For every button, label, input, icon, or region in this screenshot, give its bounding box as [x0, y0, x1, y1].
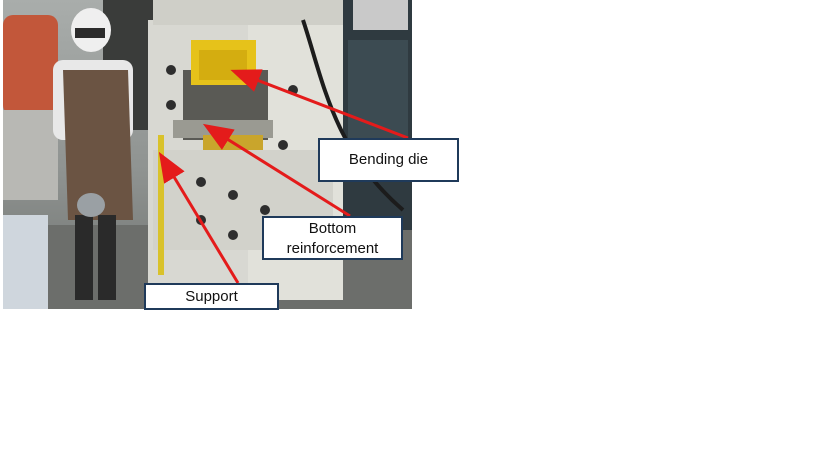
callout-bottom-line2: reinforcement: [286, 240, 379, 257]
callout-bottom-line1: Bottom: [308, 220, 357, 237]
callout-bending-die: Bending die: [318, 138, 459, 182]
callout-bending-die-label: Bending die: [348, 151, 429, 168]
callout-support-label: Support: [185, 288, 238, 305]
callout-support: Support: [144, 283, 279, 310]
callout-bottom-reinforcement: Bottom reinforcement: [262, 216, 403, 260]
